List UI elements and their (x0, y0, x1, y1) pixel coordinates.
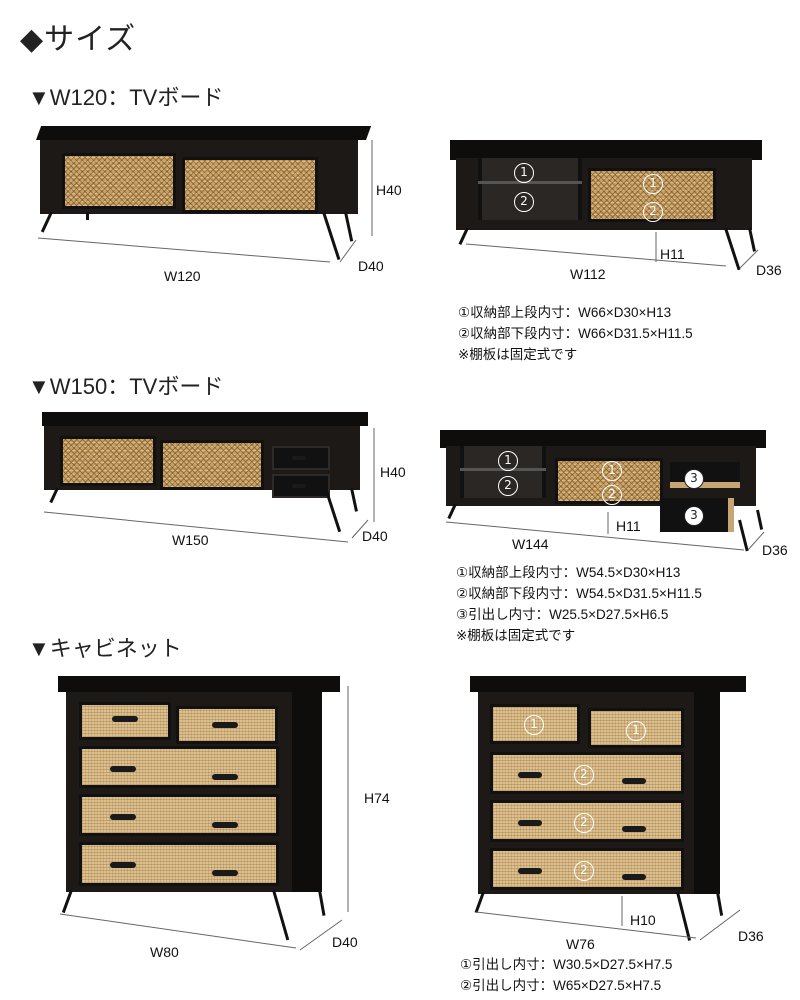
dim-label-depth: D36 (762, 542, 788, 558)
dim-label-width: W76 (566, 936, 595, 952)
note-line: ※棚板は固定式です (458, 347, 578, 362)
note-line: ②収納部下段内寸：W54.5×D31.5×H11.5 (456, 586, 702, 601)
cabinet-side (292, 692, 322, 892)
marker-1-icon: 1 (602, 461, 622, 481)
cabinet-top (58, 676, 340, 692)
tv150-open-top (440, 430, 766, 448)
note-line: ①引出し内寸：W30.5×D27.5×H7.5 (460, 957, 673, 972)
note-line: ①収納部上段内寸：W54.5×D30×H13 (456, 565, 681, 580)
cabinet-open-top (470, 676, 746, 692)
drawer-handle-icon (518, 772, 542, 778)
tv150-drawer-open (670, 462, 740, 488)
drawer-handle-icon (110, 814, 136, 820)
drawer-handle-icon (622, 874, 646, 880)
cabinet-open-side (694, 692, 720, 894)
tv150-notes: ①収納部上段内寸：W54.5×D30×H13 ②収納部下段内寸：W54.5×D3… (456, 562, 702, 646)
drawer-handle-icon (518, 868, 542, 874)
drawer-handle-icon (622, 826, 646, 832)
dim-label-width: W150 (172, 532, 209, 548)
note-line: ②引出し内寸：W65×D27.5×H7.5 (460, 978, 662, 993)
tv150-door-right (160, 440, 264, 490)
tv120-leg (86, 212, 89, 220)
marker-1-icon: 1 (514, 163, 534, 183)
drawer-handle-icon (110, 766, 136, 772)
marker-1-icon: 1 (643, 174, 663, 194)
dim-label-depth: D40 (358, 258, 384, 274)
drawer-handle-icon (212, 870, 238, 876)
tv120-open-top (450, 140, 762, 160)
section-title-tv150: ▼W150：TVボード (28, 374, 224, 399)
note-line: ③引出し内寸：W25.5×D27.5×H6.5 (456, 607, 669, 622)
dim-label-height: H40 (376, 182, 402, 198)
section-title-tv120: ▼W120：TVボード (28, 85, 224, 110)
section-title-cabinet: ▼キャビネット (28, 636, 182, 661)
dim-label-width: W144 (512, 536, 549, 552)
drawer-handle-icon (110, 862, 136, 868)
dim-label-height: H11 (616, 518, 641, 534)
drawer-handle-icon (518, 820, 542, 826)
tv150-top-panel (42, 412, 368, 426)
dim-label-depth: D36 (738, 928, 764, 944)
marker-2-icon: 2 (602, 485, 622, 505)
dim-label-height: H10 (630, 912, 656, 928)
marker-1-icon: 1 (524, 715, 544, 735)
marker-1-icon: 1 (626, 721, 646, 741)
marker-2-icon: 2 (514, 192, 534, 212)
drawer-handle-icon (212, 722, 238, 728)
marker-3-icon: 3 (684, 469, 704, 489)
marker-2-icon: 2 (574, 813, 594, 833)
marker-3-icon: 3 (684, 506, 704, 526)
marker-2-icon: 2 (498, 476, 518, 496)
drawer-handle-icon (212, 774, 238, 780)
tv120-door-left (62, 153, 176, 209)
dim-label-height: H11 (660, 246, 685, 262)
drawer-handle-icon (212, 822, 238, 828)
dim-label-width: W112 (570, 266, 606, 282)
drawer-handle-icon (622, 778, 646, 784)
dim-label-width: W80 (150, 944, 179, 960)
cabinet-notes: ①引出し内寸：W30.5×D27.5×H7.5 ②引出し内寸：W65×D27.5… (460, 954, 672, 996)
drawer-handle-icon (112, 716, 138, 722)
drawer-handle-icon (292, 456, 306, 460)
cabinet-drawer-wide (79, 842, 279, 886)
tv150-door-left (60, 436, 156, 486)
drawer-handle-icon (292, 484, 306, 488)
dim-label-height: H74 (364, 790, 390, 806)
note-line: ※棚板は固定式です (456, 628, 576, 643)
dim-label-depth: D36 (756, 262, 782, 278)
marker-2-icon: 2 (643, 202, 663, 222)
tv120-door-right (182, 157, 318, 213)
note-line: ①収納部上段内寸：W66×D30×H13 (458, 305, 672, 320)
marker-2-icon: 2 (574, 861, 594, 881)
tv120-notes: ①収納部上段内寸：W66×D30×H13 ②収納部下段内寸：W66×D31.5×… (458, 302, 693, 365)
dim-label-width: W120 (164, 268, 201, 284)
page-title: ◆サイズ (20, 23, 137, 56)
dim-label-depth: D40 (332, 934, 358, 950)
tv150-drawer (272, 446, 330, 470)
dim-label-height: H40 (380, 464, 406, 480)
note-line: ②収納部下段内寸：W66×D31.5×H11.5 (458, 326, 693, 341)
marker-2-icon: 2 (574, 765, 594, 785)
dim-label-depth: D40 (362, 528, 388, 544)
tv120-shelf (478, 181, 582, 184)
cabinet-drawer-wide (79, 794, 279, 836)
marker-1-icon: 1 (498, 451, 518, 471)
